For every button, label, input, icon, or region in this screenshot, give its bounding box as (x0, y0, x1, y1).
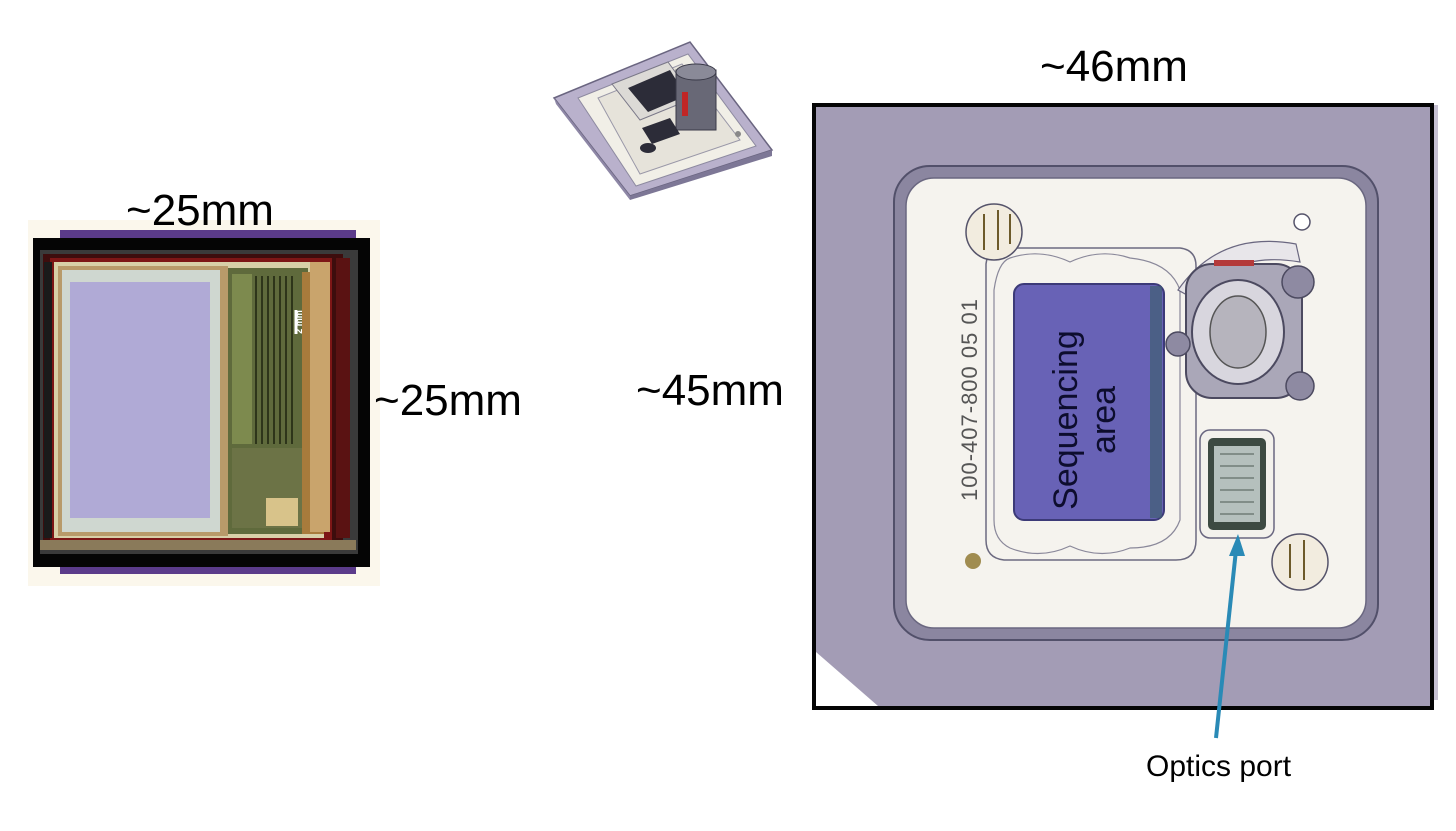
chip-pixel-array (70, 282, 210, 518)
optics-port-label: Optics port (1146, 750, 1292, 783)
sequencing-label-line1: Sequencing (1047, 330, 1085, 510)
sequencing-label-line2: area (1085, 385, 1123, 455)
chip-scale-bar-label: 2 mm (294, 310, 304, 334)
part-number-label: 100-407-800 05 01 (957, 298, 982, 501)
optics-port-arrow (1214, 534, 1245, 739)
cartridge-top-view (812, 103, 1438, 710)
cartridge-height-label: ~45mm (636, 366, 784, 415)
chip-width-label: ~25mm (126, 186, 274, 235)
sequencing-area-label: Sequencing area (1047, 320, 1127, 520)
cartridge-isometric-view (552, 41, 774, 200)
chip-die (28, 220, 380, 586)
sequencing-area (1013, 283, 1165, 521)
cartridge-width-label: ~46mm (1040, 42, 1188, 91)
chip-height-label: ~25mm (374, 376, 522, 425)
